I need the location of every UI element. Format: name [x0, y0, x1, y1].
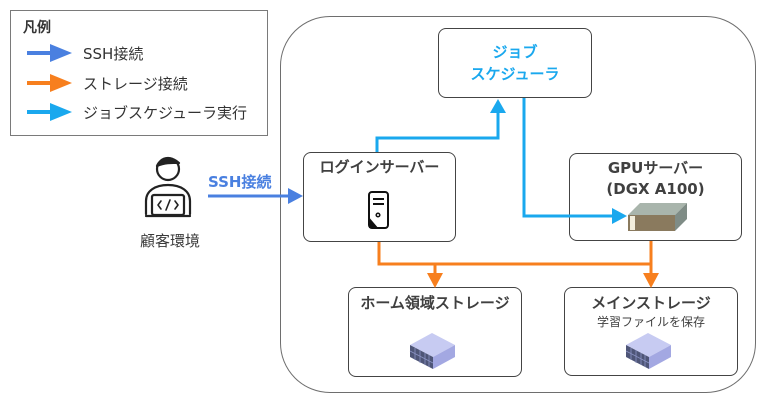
server-tower-icon [368, 191, 389, 229]
main-storage-node[interactable]: メインストレージ 学習ファイルを保存 [564, 287, 738, 376]
storage-arrowhead-main [643, 273, 659, 288]
legend-item-storage: ストレージ接続 [83, 75, 188, 93]
legend-arrow-scheduler [27, 103, 72, 121]
scheduler-to-gpu-connector [522, 98, 627, 224]
login-server-title: ログインサーバー [319, 158, 440, 176]
job-scheduler-label-line2: スケジューラ [470, 65, 560, 83]
developer-laptop-icon [144, 156, 192, 218]
gpu-server-title-line1: GPUサーバー [607, 159, 704, 177]
storage-array-icon [625, 333, 671, 369]
gpu-appliance-icon [628, 203, 687, 231]
legend-arrow-ssh [27, 44, 72, 62]
legend-arrow-storage [27, 74, 72, 92]
storage-connector [377, 241, 653, 275]
legend-item-scheduler: ジョブスケジューラ実行 [83, 104, 247, 122]
client-environment-label: 顧客環境 [139, 232, 200, 250]
main-storage-subtitle: 学習ファイルを保存 [596, 315, 705, 329]
job-scheduler-node[interactable]: ジョブ スケジューラ [438, 28, 592, 98]
storage-array-icon [409, 333, 455, 369]
gpu-server-title-line2: (DGX A100) [606, 180, 705, 198]
cluster-boundary [280, 16, 756, 393]
gpu-server-node[interactable]: GPUサーバー (DGX A100) [569, 153, 742, 241]
main-storage-title: メインストレージ [591, 294, 711, 312]
ssh-connection-label: SSH接続 [208, 173, 272, 191]
login-to-scheduler-connector [375, 99, 506, 152]
storage-arrowhead-home [427, 273, 443, 288]
home-storage-title: ホーム領域ストレージ [360, 294, 510, 312]
ssh-connector [208, 188, 303, 204]
legend-title: 凡例 [23, 20, 51, 36]
job-scheduler-label-line1: ジョブ [492, 43, 538, 61]
legend-item-ssh: SSH接続 [83, 45, 144, 63]
